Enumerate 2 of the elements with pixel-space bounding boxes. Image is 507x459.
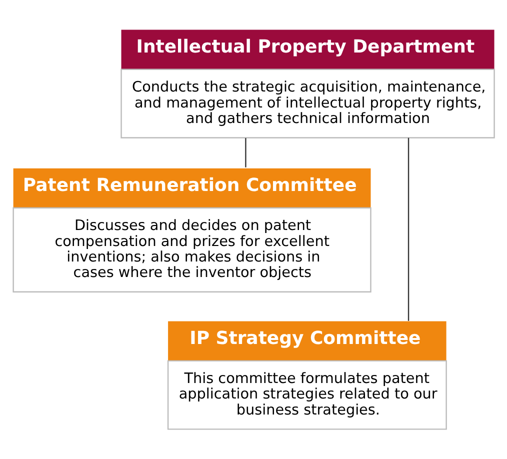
connector [408, 138, 410, 321]
connector [245, 138, 246, 168]
